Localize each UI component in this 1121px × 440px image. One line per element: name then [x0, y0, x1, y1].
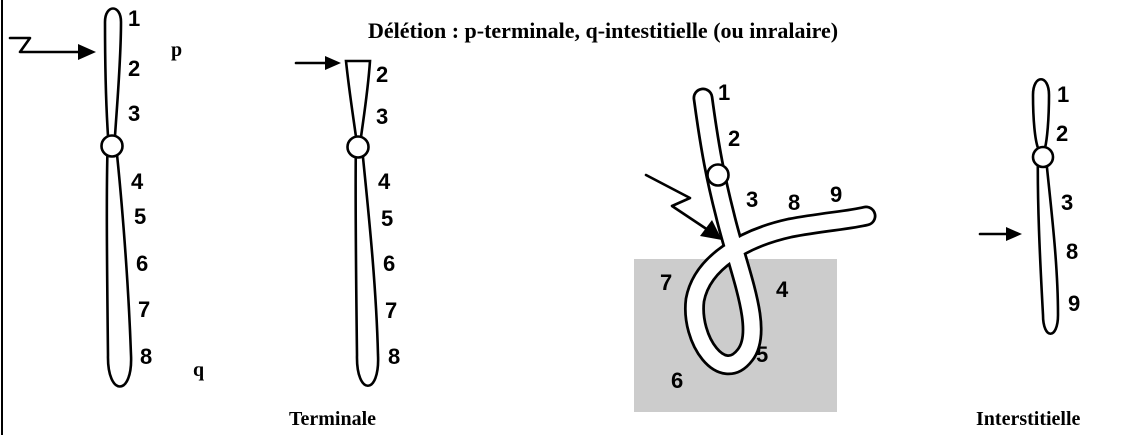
band-label: 5	[381, 206, 393, 231]
interstitial-deletion-group: 1 2 3 8 9 Interstitielle	[976, 79, 1081, 430]
band-label: 3	[1061, 190, 1073, 215]
terminal-chromosome	[346, 61, 378, 386]
terminal-deletion-group: 2 3 4 5 6 7 8 Terminale	[289, 56, 400, 430]
band-label: 1	[1057, 82, 1069, 107]
band-label: 8	[1066, 239, 1078, 264]
interstitial-arrow-head	[1006, 227, 1022, 241]
band-label: 7	[138, 297, 150, 322]
band-label: 3	[376, 104, 388, 129]
band-label: 3	[128, 101, 140, 126]
band-label: 7	[385, 298, 397, 323]
band-label: 4	[131, 169, 144, 194]
band-label: 1	[718, 80, 730, 105]
loop-centromere	[708, 165, 729, 186]
interstitial-centromere	[1033, 147, 1053, 167]
band-label: 2	[128, 56, 140, 81]
band-label: 7	[660, 270, 672, 295]
band-label: 6	[136, 251, 148, 276]
band-label: 2	[728, 126, 740, 151]
band-label: 6	[671, 368, 683, 393]
band-label: 8	[140, 344, 152, 369]
band-label: 3	[746, 187, 758, 212]
band-label: 2	[376, 62, 388, 87]
normal-chromosome-group: 1 2 3 4 5 6 7 8 p q	[10, 6, 204, 387]
diagram-title: Délétion : p-terminale, q-intestitielle …	[368, 18, 838, 43]
normal-centromere	[102, 136, 123, 157]
band-label: 8	[788, 190, 800, 215]
band-label: 9	[830, 182, 842, 207]
band-label: 8	[388, 344, 400, 369]
band-label: 9	[1068, 291, 1080, 316]
band-label: 6	[383, 251, 395, 276]
band-label: 1	[128, 6, 140, 31]
interstitial-chromosome	[1033, 79, 1058, 334]
terminal-centromere	[348, 137, 369, 158]
loop-group: 1 2 3 8 9 7 4 5 6	[634, 80, 866, 412]
band-label: 5	[134, 204, 146, 229]
breakpoint-arrow-head	[78, 44, 96, 60]
band-label: 4	[776, 277, 789, 302]
band-label: 5	[756, 342, 768, 367]
caption-interstitielle: Interstitielle	[976, 408, 1081, 430]
terminal-arrow-head	[325, 56, 341, 70]
band-label: 2	[1056, 121, 1068, 146]
arm-label-p: p	[171, 39, 182, 61]
loop-arrow-shaft	[646, 175, 708, 230]
arm-label-q: q	[193, 359, 204, 381]
caption-terminale: Terminale	[289, 408, 376, 430]
breakpoint-arrow-shaft	[10, 38, 78, 52]
band-label: 4	[378, 169, 391, 194]
